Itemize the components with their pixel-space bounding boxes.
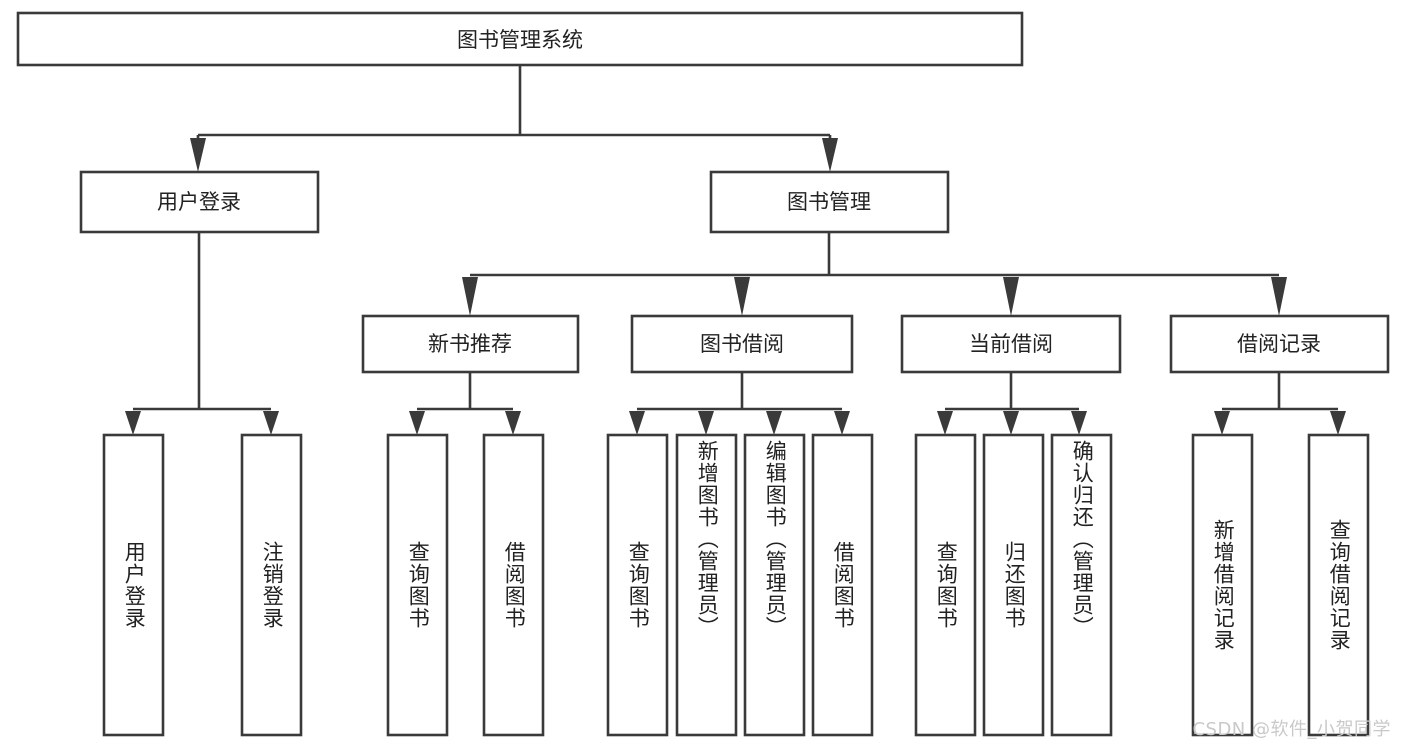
leaf-box-br-query-record[interactable] bbox=[1307, 433, 1370, 737]
arrow-head-br-leaf-1 bbox=[1214, 411, 1230, 435]
arrow-head-nbr-leaf-1 bbox=[409, 411, 425, 435]
node-user-login[interactable]: 用户登录 bbox=[79, 170, 320, 234]
arrow-head-cb-leaf-3 bbox=[1071, 411, 1087, 435]
arrow-head-bb-leaf-3 bbox=[766, 411, 782, 435]
arrow-head-br-leaf-2 bbox=[1330, 411, 1346, 435]
node-borrow-record-box bbox=[1169, 314, 1390, 374]
connector-user-login-to-leaves bbox=[125, 232, 279, 435]
arrow-head-book-manage bbox=[822, 138, 838, 172]
node-new-book-recommend-box bbox=[361, 314, 580, 374]
node-root-label: 图书管理系统 bbox=[457, 28, 583, 52]
node-root-box bbox=[16, 11, 1024, 67]
leaf-box-bb-query-book[interactable] bbox=[606, 433, 669, 737]
connector-root-to-level2 bbox=[190, 65, 838, 172]
arrow-head-book-borrow bbox=[734, 277, 750, 316]
connector-current-borrow-to-leaves bbox=[937, 372, 1087, 435]
leaf-box-cb-return-book[interactable] bbox=[982, 433, 1045, 737]
connector-borrow-record-to-leaves bbox=[1214, 372, 1346, 435]
arrow-head-cb-leaf-1 bbox=[937, 411, 953, 435]
connector-new-book-recommend-to-leaves bbox=[409, 372, 521, 435]
leaf-box-logout[interactable] bbox=[240, 433, 303, 737]
node-borrow-record-label: 借阅记录 bbox=[1237, 332, 1321, 356]
leaf-box-bb-add-book[interactable] bbox=[675, 433, 738, 737]
arrow-head-user-login bbox=[190, 138, 206, 172]
leaf-box-bb-edit-book[interactable] bbox=[743, 433, 806, 737]
node-book-manage-label: 图书管理 bbox=[787, 190, 871, 214]
node-book-manage-box bbox=[709, 170, 950, 234]
node-new-book-recommend-label: 新书推荐 bbox=[428, 332, 512, 356]
csdn-watermark: CSDN @软件_小贺同学 bbox=[1192, 719, 1391, 740]
leaf-box-cb-query-book[interactable] bbox=[914, 433, 977, 737]
arrow-head-nbr-leaf-2 bbox=[505, 411, 521, 435]
arrow-head-cb-leaf-2 bbox=[1003, 411, 1019, 435]
arrow-head-bb-leaf-2 bbox=[698, 411, 714, 435]
arrow-head-borrow-record bbox=[1271, 277, 1287, 316]
arrow-head-bb-leaf-4 bbox=[834, 411, 850, 435]
leaf-box-nbr-borrow-book[interactable] bbox=[482, 433, 545, 737]
node-current-borrow-label: 当前借阅 bbox=[969, 332, 1053, 356]
leaf-box-user-login[interactable] bbox=[102, 433, 165, 737]
leaf-box-nbr-query-book[interactable] bbox=[386, 433, 449, 737]
leaf-box-br-add-record[interactable] bbox=[1191, 433, 1254, 737]
leaf-box-cb-confirm-return[interactable] bbox=[1050, 433, 1113, 737]
arrow-head-leaf-user-login bbox=[125, 411, 141, 435]
node-user-login-label: 用户登录 bbox=[157, 190, 241, 214]
node-root[interactable]: 图书管理系统 bbox=[16, 11, 1024, 67]
arrow-head-leaf-logout bbox=[263, 411, 279, 435]
node-book-borrow[interactable]: 图书借阅 bbox=[630, 314, 854, 374]
node-new-book-recommend[interactable]: 新书推荐 bbox=[361, 314, 580, 374]
node-current-borrow[interactable]: 当前借阅 bbox=[900, 314, 1122, 374]
arrow-head-current-borrow bbox=[1003, 277, 1019, 316]
connector-book-borrow-to-leaves bbox=[629, 372, 850, 435]
leaf-box-bb-borrow-book[interactable] bbox=[811, 433, 874, 737]
node-current-borrow-box bbox=[900, 314, 1122, 374]
connector-book-manage-to-level3 bbox=[462, 232, 1287, 316]
node-borrow-record[interactable]: 借阅记录 bbox=[1169, 314, 1390, 374]
arrow-head-bb-leaf-1 bbox=[629, 411, 645, 435]
node-book-borrow-label: 图书借阅 bbox=[700, 332, 784, 356]
node-book-manage[interactable]: 图书管理 bbox=[709, 170, 950, 234]
arrow-head-new-book-recommend bbox=[462, 277, 478, 316]
